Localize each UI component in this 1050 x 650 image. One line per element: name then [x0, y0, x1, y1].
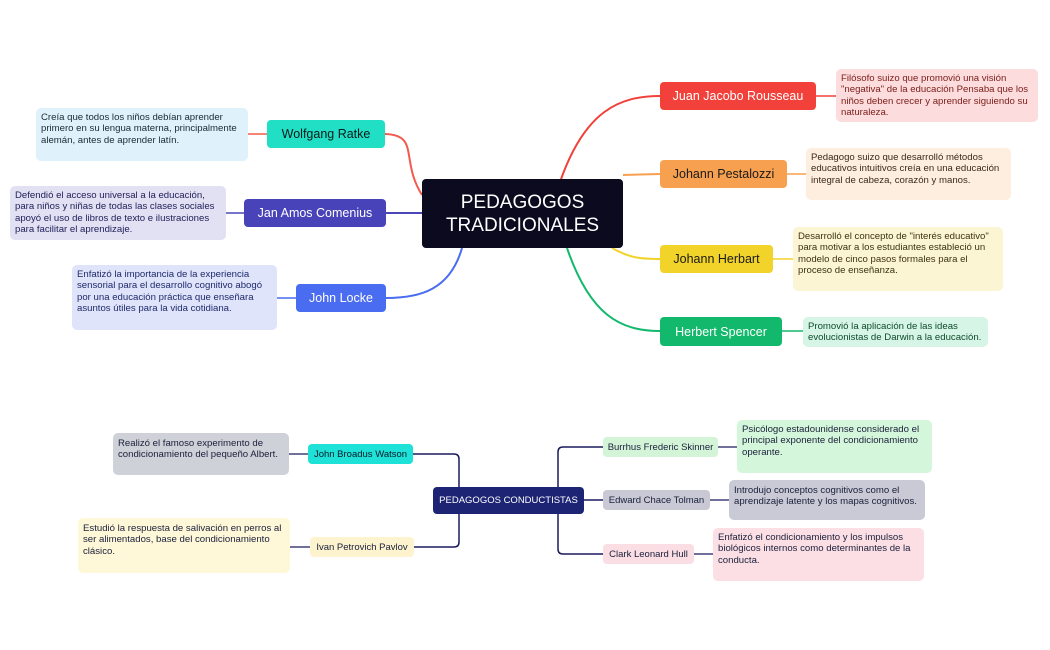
- central-topic-conductistas[interactable]: PEDAGOGOS CONDUCTISTAS: [433, 487, 584, 514]
- connector-pestalozzi: [622, 173, 661, 176]
- note-watson: Realizó el famoso experimento de condici…: [113, 433, 289, 475]
- central-topic-tradicionales[interactable]: PEDAGOGOS TRADICIONALES: [422, 179, 623, 248]
- note-comenius: Defendió el acceso universal a la educac…: [10, 186, 226, 240]
- note-tolman: Introdujo conceptos cognitivos como el a…: [729, 480, 925, 520]
- node-skinner[interactable]: Burrhus Frederic Skinner: [603, 437, 718, 457]
- node-hull[interactable]: Clark Leonard Hull: [603, 544, 694, 564]
- connector-hull: [557, 499, 603, 555]
- note-herbart: Desarrolló el concepto de "interés educa…: [793, 227, 1003, 291]
- node-tolman[interactable]: Edward Chace Tolman: [603, 490, 710, 510]
- node-herbart[interactable]: Johann Herbart: [660, 245, 773, 273]
- node-pavlov[interactable]: Ivan Petrovich Pavlov: [310, 537, 414, 557]
- connector-watson: [413, 453, 460, 501]
- note-pavlov: Estudió la respuesta de salivación en pe…: [78, 518, 290, 573]
- node-ratke[interactable]: Wolfgang Ratke: [267, 120, 385, 148]
- connector-spencer: [566, 247, 661, 332]
- connector-skinner: [557, 446, 603, 501]
- connector-ratke: [384, 133, 423, 196]
- note-pestalozzi: Pedagogo suizo que desarrolló métodos ed…: [806, 148, 1011, 200]
- node-rousseau[interactable]: Juan Jacobo Rousseau: [660, 82, 816, 110]
- central-topic-line2: TRADICIONALES: [445, 214, 600, 236]
- node-locke[interactable]: John Locke: [296, 284, 386, 312]
- note-hull: Enfatizó el condicionamiento y los impul…: [713, 528, 924, 581]
- note-skinner: Psicólogo estadounidense considerado el …: [737, 420, 932, 473]
- note-ratke: Creía que todos los niños debían aprende…: [36, 108, 248, 161]
- connector-locke: [385, 247, 463, 299]
- connector-rousseau: [559, 95, 661, 183]
- note-locke: Enfatizó la importancia de la experienci…: [72, 265, 277, 330]
- note-rousseau: Filósofo suizo que promovió una visión "…: [836, 69, 1038, 122]
- node-comenius[interactable]: Jan Amos Comenius: [244, 199, 386, 227]
- connector-pavlov: [414, 499, 460, 548]
- node-pestalozzi[interactable]: Johann Pestalozzi: [660, 160, 787, 188]
- central-topic-line1: PEDAGOGOS: [460, 191, 585, 213]
- connector-herbart: [611, 247, 661, 260]
- note-spencer: Promovió la aplicación de las ideas evol…: [803, 317, 988, 347]
- node-watson[interactable]: John Broadus Watson: [308, 444, 413, 464]
- node-spencer[interactable]: Herbert Spencer: [660, 317, 782, 346]
